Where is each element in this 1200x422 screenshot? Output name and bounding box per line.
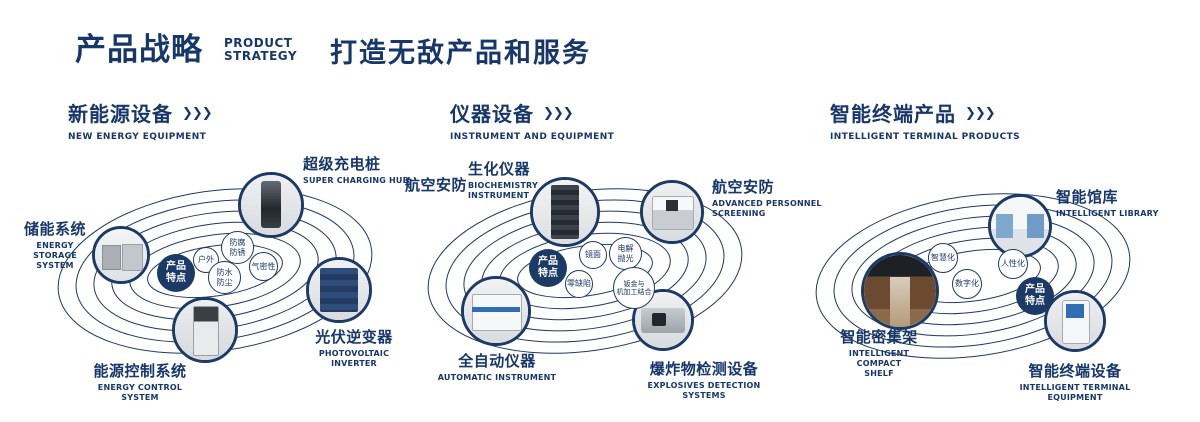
product-label-compact-shelf: 智能密集架 INTELLIGENT COMPACT SHELF — [826, 326, 932, 379]
terminal-equipment-photo — [1047, 293, 1103, 349]
product-photo-compact-shelf — [861, 252, 939, 330]
product-photo-intelligent-library — [988, 194, 1052, 258]
product-name-en: EXPLOSIVES DETECTION SYSTEMS — [647, 381, 761, 400]
product-name-zh: 智能终端设备 — [1028, 362, 1122, 380]
feature-bubble: 镜面 — [579, 241, 607, 269]
product-name-en: INTELLIGENT COMPACT SHELF — [848, 349, 910, 378]
triple-arrow-icon: ❯❯❯ — [965, 106, 996, 121]
page-title: 产品战略 — [75, 32, 203, 68]
product-photo-biochemistry-instrument — [530, 177, 600, 247]
product-features-badge: 产品 特点 — [529, 249, 567, 287]
triple-arrow-icon: ❯❯❯ — [182, 106, 213, 121]
automatic-instrument-photo — [464, 279, 528, 343]
product-name-en: ADVANCED PERSONNEL SCREENING — [712, 199, 822, 218]
section-subtitle: INTELLIGENT TERMINAL PRODUCTS — [830, 132, 1020, 142]
product-label-biochemistry-instrument: 生化仪器 BIOCHEMISTRY INSTRUMENT — [468, 158, 538, 201]
product-name-en: BIOCHEMISTRY INSTRUMENT — [468, 181, 538, 200]
product-photo-energy-storage — [92, 226, 150, 284]
product-name-zh: 智能密集架 — [840, 328, 918, 346]
product-name-zh: 生化仪器 — [468, 160, 531, 178]
energy-control-photo — [175, 300, 235, 360]
product-photo-terminal-equipment — [1044, 290, 1106, 352]
product-name-en: SUPER CHARGING HUB — [303, 176, 409, 185]
product-features-badge: 产品 特点 — [157, 254, 195, 292]
product-name-zh: 航空安防 — [712, 178, 775, 196]
product-name-en: ENERGY STORAGE SYSTEM — [33, 241, 77, 270]
product-name-en: AUTOMATIC INSTRUMENT — [437, 373, 557, 382]
product-label-energy-storage: 储能系统 ENERGY STORAGE SYSTEM — [14, 218, 96, 271]
feature-bubble: 人性化 — [998, 249, 1028, 279]
product-name-zh: 储能系统 — [23, 220, 86, 238]
product-photo-pv-inverter — [306, 257, 372, 323]
product-name-zh: 爆炸物检测设备 — [649, 360, 759, 378]
compact-shelf-photo — [864, 255, 936, 327]
section-title: 智能终端产品 — [830, 102, 956, 126]
charging-hub-photo — [241, 175, 301, 235]
product-name-zh: 智能馆库 — [1056, 188, 1119, 206]
product-photo-automatic-instrument — [461, 276, 531, 346]
feature-bubble: 气密性 — [249, 252, 278, 281]
product-label-personnel-screening: 航空安防 ADVANCED PERSONNEL SCREENING — [712, 176, 822, 219]
product-name-zh: 光伏逆变器 — [315, 328, 393, 346]
section-title: 仪器设备 — [450, 102, 534, 126]
product-name-zh: 超级充电桩 — [303, 155, 381, 173]
section-subtitle: NEW ENERGY EQUIPMENT — [68, 132, 207, 142]
feature-bubble: 智慧化 — [928, 243, 958, 273]
product-label-pv-inverter: 光伏逆变器 PHOTOVOLTAIC INVERTER — [295, 326, 413, 369]
feature-bubble: 零缺陷 — [565, 270, 593, 298]
tagline: 打造无敌产品和服务 — [330, 38, 591, 69]
product-name-en: PHOTOVOLTAIC INVERTER — [318, 349, 390, 368]
section-title: 新能源设备 — [68, 102, 173, 126]
feature-bubble: 防水 防尘 — [208, 261, 241, 294]
section-heading-instruments: 仪器设备 ❯❯❯ INSTRUMENT AND EQUIPMENT — [450, 98, 614, 142]
feature-bubble: 电解 抛光 — [609, 237, 642, 270]
triple-arrow-icon: ❯❯❯ — [543, 106, 574, 121]
product-features-badge: 产品 特点 — [1016, 277, 1054, 315]
energy-storage-photo — [95, 229, 147, 281]
product-photo-personnel-screening — [640, 180, 704, 244]
section-subtitle: INSTRUMENT AND EQUIPMENT — [450, 132, 615, 142]
product-label-charging-hub: 超级充电桩 SUPER CHARGING HUB — [303, 153, 409, 186]
product-name-zh: 全自动仪器 — [458, 352, 536, 370]
biochemistry-instrument-photo — [533, 180, 597, 244]
product-name-en: ENERGY CONTROL SYSTEM — [97, 383, 183, 402]
product-label-energy-control: 能源控制系统 ENERGY CONTROL SYSTEM — [80, 360, 200, 403]
product-label-explosives-detection: 爆炸物检测设备 EXPLOSIVES DETECTION SYSTEMS — [625, 358, 783, 401]
product-label-intelligent-library: 智能馆库 INTELLIGENT LIBRARY — [1056, 186, 1159, 219]
product-label-automatic-instrument: 全自动仪器 AUTOMATIC INSTRUMENT — [427, 350, 567, 383]
section-heading-intelligent-terminal: 智能终端产品 ❯❯❯ INTELLIGENT TERMINAL PRODUCTS — [830, 98, 1020, 142]
section-heading-new-energy: 新能源设备 ❯❯❯ NEW ENERGY EQUIPMENT — [68, 98, 213, 142]
feature-bubble: 防腐 防锈 — [221, 231, 254, 264]
feature-bubble: 钣金与 机加工结合 — [613, 267, 655, 309]
feature-bubble: 数字化 — [952, 269, 982, 299]
product-label-terminal-equipment: 智能终端设备 INTELLIGENT TERMINAL EQUIPMENT — [1005, 360, 1145, 403]
product-name-zh: 能源控制系统 — [93, 362, 187, 380]
product-photo-charging-hub — [238, 172, 304, 238]
label-aviation-security: 航空安防 — [405, 176, 468, 194]
page-title-en: PRODUCT STRATEGY — [224, 36, 298, 64]
intelligent-library-photo — [991, 197, 1049, 255]
pv-inverter-photo — [309, 260, 369, 320]
product-name-en: INTELLIGENT TERMINAL EQUIPMENT — [1019, 383, 1131, 402]
personnel-screening-photo — [643, 183, 701, 241]
product-name-en: INTELLIGENT LIBRARY — [1056, 209, 1159, 218]
product-photo-energy-control — [172, 297, 238, 363]
